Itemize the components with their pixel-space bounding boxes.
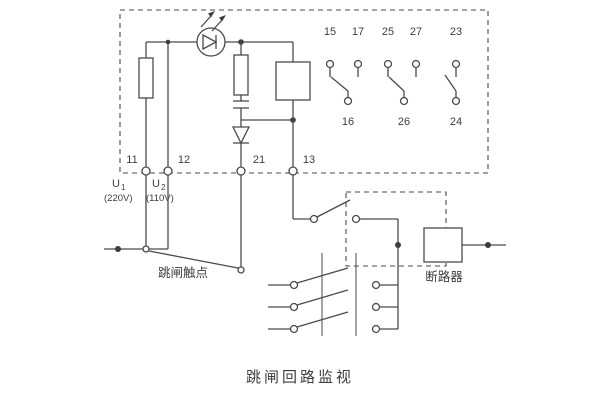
terminal-21-circle [236, 166, 246, 176]
terminal-13-label: 13 [303, 154, 315, 166]
terminal-12-label: 12 [178, 154, 190, 166]
resistor-1 [138, 42, 154, 167]
capacitor [233, 100, 249, 109]
aux-contact-row-1 [268, 267, 398, 290]
terminal-27-label: 27 [410, 26, 422, 38]
aux-contact-row-2 [268, 289, 398, 312]
u2-voltage-label: (110V) [146, 193, 174, 204]
trip-contact-branch: 跳闸触点 [104, 175, 245, 280]
junction-dot [395, 242, 401, 248]
led-emission-arrows-icon [200, 11, 226, 32]
terminal-23-label: 23 [450, 26, 462, 38]
u1-voltage-label: (220V) [104, 193, 133, 204]
terminal-21-label: 21 [253, 154, 265, 166]
terminal-25-label: 25 [382, 26, 394, 38]
diagram-title: 跳闸回路监视 [246, 369, 354, 386]
terminal-15-label: 15 [324, 26, 336, 38]
aux-contact-row-3 [268, 311, 398, 334]
circuit-breaker: 断路器 [345, 191, 506, 284]
aux-contact-rows [268, 242, 401, 336]
junction-dot [485, 242, 491, 248]
terminal-11-circle [141, 166, 151, 176]
terminal-16-label: 16 [342, 116, 354, 128]
junction-dot [115, 246, 121, 252]
relay-dashed-enclosure [119, 9, 489, 174]
output-contact-group-1: 15 17 16 [324, 26, 364, 128]
resistor-2 [233, 54, 249, 96]
breaker-coil-box [423, 227, 463, 263]
u2-symbol-label: U [152, 178, 160, 190]
u1-subscript: 1 [121, 183, 126, 192]
branch-terminal-12 [165, 39, 171, 167]
trip-contact-label: 跳闸触点 [158, 266, 208, 280]
u1-symbol-label: U [112, 178, 120, 190]
circuit-breaker-label: 断路器 [425, 269, 463, 284]
terminal-12-circle [163, 166, 173, 176]
aux-switch [292, 175, 399, 245]
relay-coil-box [275, 42, 311, 167]
voltage-labels: U 1 (220V) U 2 (110V) [104, 178, 174, 204]
terminal-13-circle [288, 166, 298, 176]
terminal-17-label: 17 [352, 26, 364, 38]
output-contact-group-3: 23 24 [444, 26, 462, 128]
relay-terminals: 11 12 21 13 [126, 154, 315, 176]
output-contact-group-2: 25 27 26 [382, 26, 422, 128]
led-indicator [146, 27, 293, 57]
terminal-26-label: 26 [398, 116, 410, 128]
diode [231, 120, 251, 167]
terminal-24-label: 24 [450, 116, 462, 128]
rc-diode-chain [231, 39, 296, 167]
terminal-11-label: 11 [126, 154, 137, 166]
u2-subscript: 2 [161, 183, 166, 192]
